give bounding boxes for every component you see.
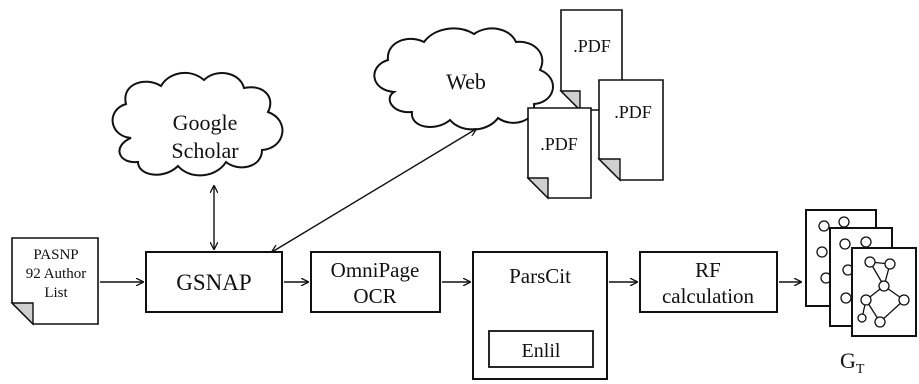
pdf-document-3: .PDF [526, 107, 592, 200]
parscit-label: ParsCit [509, 264, 571, 288]
enlil-label: Enlil [522, 340, 561, 362]
author-list-line3: List [44, 285, 68, 301]
graph-document-3 [851, 247, 917, 337]
graph-label: GT [840, 348, 865, 377]
rf-calculation-box: RF calculation [639, 251, 778, 313]
google-scholar-cloud: Google Scholar [111, 71, 284, 177]
omnipage-line1: OmniPage [331, 258, 420, 282]
graph-label-subscript: T [856, 362, 865, 377]
parscit-box: ParsCit Enlil [472, 251, 608, 380]
gsnap-box: GSNAP [145, 251, 283, 313]
pdf-label-3: .PDF [540, 134, 578, 154]
gsnap-label: GSNAP [176, 270, 251, 295]
pdf-document-2: .PDF [597, 79, 664, 182]
omnipage-ocr-box: OmniPage OCR [310, 251, 441, 313]
author-list-document: PASNP 92 Author List [10, 237, 99, 326]
google-scholar-line2: Scholar [171, 138, 239, 163]
author-list-line2: 92 Author [26, 266, 86, 282]
enlil-box: Enlil [488, 330, 594, 368]
web-label: Web [446, 69, 486, 94]
web-cloud: Web [373, 27, 554, 131]
pdf-label-1: .PDF [573, 36, 611, 56]
rf-line1: RF [695, 258, 721, 282]
google-scholar-line1: Google [173, 110, 238, 135]
graph-label-main: G [840, 348, 856, 373]
author-list-line1: PASNP [33, 247, 78, 263]
omnipage-line2: OCR [353, 284, 396, 308]
arrow-gsnap-web [272, 129, 476, 252]
pdf-label-2: .PDF [614, 102, 652, 122]
rf-line2: calculation [662, 284, 755, 308]
